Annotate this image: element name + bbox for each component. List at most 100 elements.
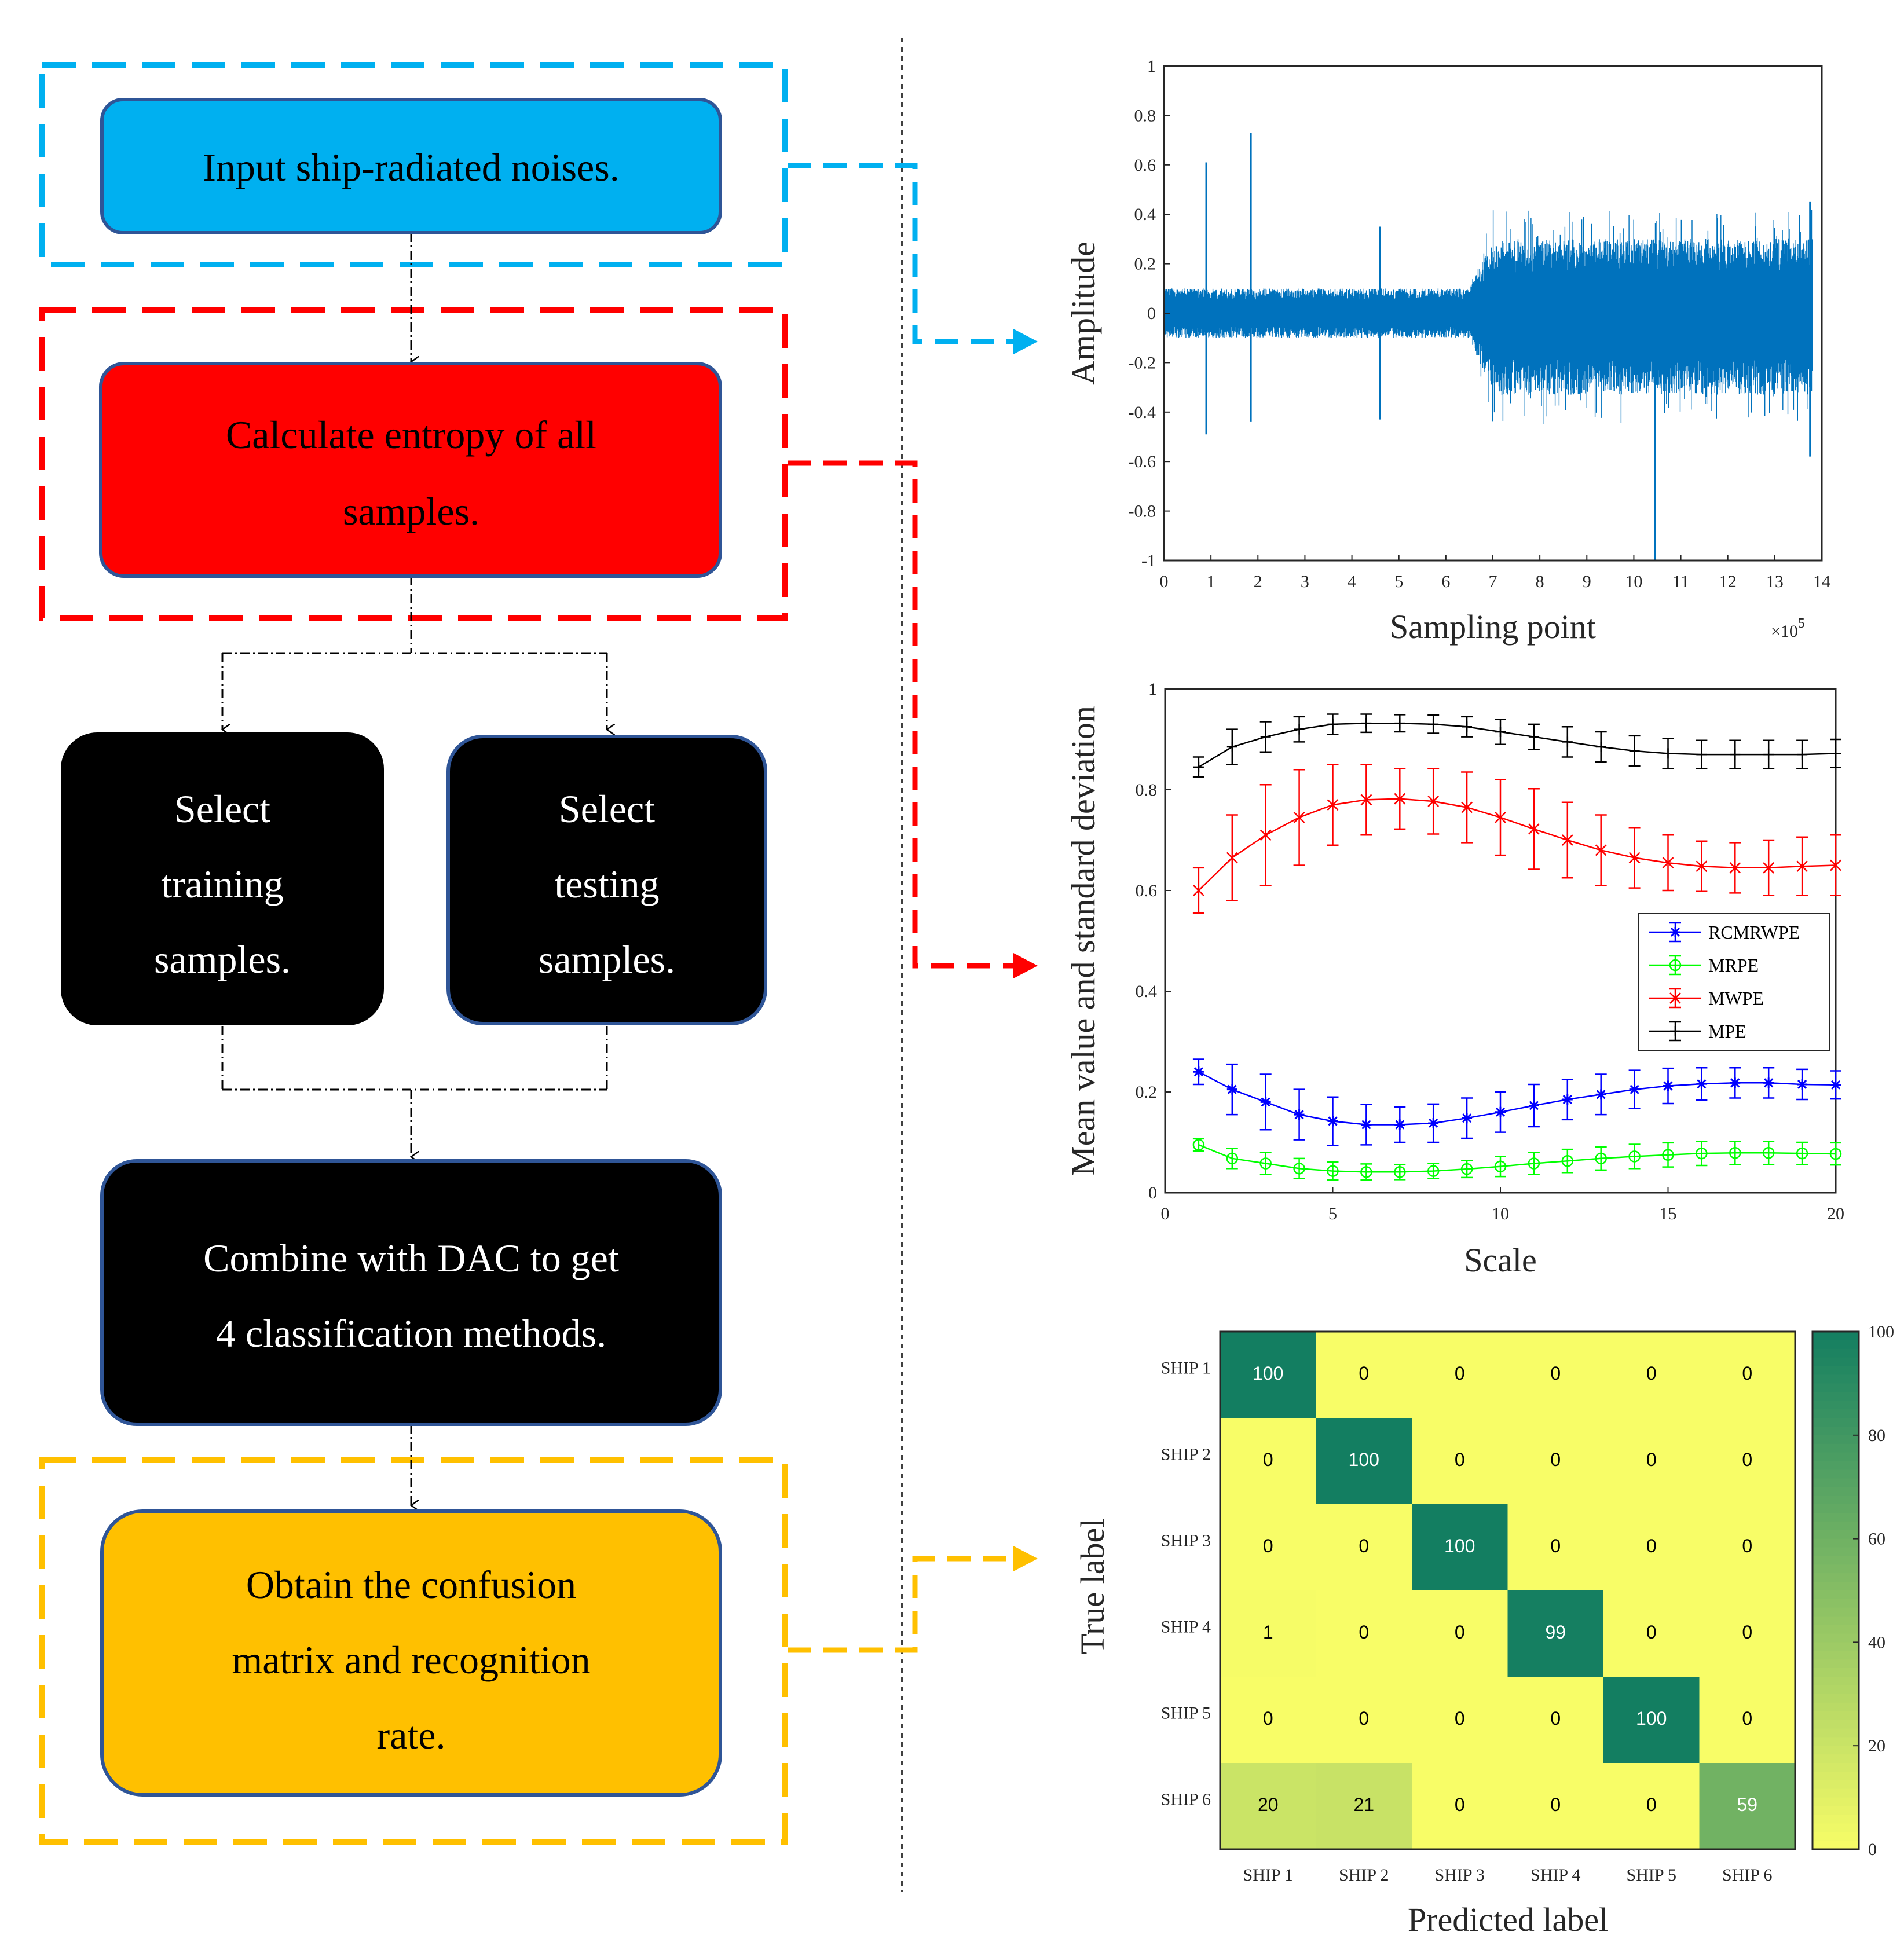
entropy-series-rcmrwpe xyxy=(1192,1058,1841,1146)
entropy-series-line xyxy=(1198,722,1836,768)
confusion-cell xyxy=(1316,1763,1412,1850)
entropy-point xyxy=(1830,748,1841,759)
entropy-error-bar xyxy=(1259,1152,1272,1175)
colorbar-segment xyxy=(1813,1702,1859,1712)
colorbar-tick-label: 80 xyxy=(1868,1426,1885,1445)
confusion-cell xyxy=(1603,1418,1700,1505)
signal-xlabel: Sampling point xyxy=(1390,608,1596,646)
entropy-point xyxy=(1696,1079,1707,1090)
signal-x-exponent-power: 5 xyxy=(1798,616,1805,631)
entropy-point xyxy=(1260,1097,1271,1108)
entropy-point xyxy=(1361,1119,1372,1130)
colorbar-segment xyxy=(1813,1832,1859,1842)
entropy-series-mwpe xyxy=(1192,764,1841,914)
confusion-row-label: SHIP 1 xyxy=(1161,1359,1211,1378)
signal-xtick-label: 12 xyxy=(1719,572,1737,591)
confusion-cell xyxy=(1220,1332,1316,1418)
confusion-cell-value: 0 xyxy=(1263,1535,1273,1556)
colorbar-segment xyxy=(1813,1677,1859,1686)
entropy-point xyxy=(1696,860,1708,873)
confusion-cell xyxy=(1412,1332,1508,1418)
testing-box-line-1: Select xyxy=(559,787,655,831)
training-box-line-3: samples. xyxy=(154,937,291,981)
combine-box-line-2: 4 classification methods. xyxy=(216,1311,606,1355)
entropy-point xyxy=(1327,719,1338,730)
colorbar-segment xyxy=(1813,1599,1859,1608)
confusion-cell-value: 0 xyxy=(1455,1363,1465,1384)
entropy-point xyxy=(1595,1089,1606,1100)
entropy-point xyxy=(1360,1166,1372,1178)
entropy-point xyxy=(1561,834,1573,846)
colorbar-segment xyxy=(1813,1374,1859,1384)
entropy-point xyxy=(1562,1094,1573,1105)
entropy-ytick-label: 0.2 xyxy=(1136,1083,1158,1102)
signal-xtick-label: 8 xyxy=(1536,572,1544,591)
colorbar-segment xyxy=(1813,1538,1859,1548)
confusion-cell-value: 1 xyxy=(1263,1622,1273,1643)
legend-entry-rcmrwpe: RCMRWPE xyxy=(1649,922,1800,943)
confusion-cell xyxy=(1699,1763,1796,1850)
entropy-xtick-label: 10 xyxy=(1492,1204,1509,1223)
confusion-cell-value: 59 xyxy=(1737,1794,1757,1815)
entropy-point xyxy=(1662,1149,1674,1161)
confusion-cell-value: 0 xyxy=(1455,1794,1465,1815)
colorbar-segment xyxy=(1813,1418,1859,1427)
entropy-point xyxy=(1629,1084,1640,1095)
entropy-point xyxy=(1629,746,1640,757)
testing-box-line-3: samples. xyxy=(539,937,675,981)
colorbar-segment xyxy=(1813,1512,1859,1522)
red-leader xyxy=(788,460,1013,969)
confusion-col-label: SHIP 3 xyxy=(1435,1865,1485,1885)
confusion-cell-value: 99 xyxy=(1545,1622,1566,1643)
confusion-cell xyxy=(1699,1418,1796,1505)
colorbar-segment xyxy=(1813,1383,1859,1393)
confusion-cell xyxy=(1507,1677,1604,1764)
output-group-frame xyxy=(39,1457,788,1845)
confusion-cell xyxy=(1316,1590,1412,1677)
confusion-cell-value: 0 xyxy=(1359,1622,1369,1643)
confusion-col-label: SHIP 4 xyxy=(1530,1865,1580,1885)
red-leader-arrowhead xyxy=(1013,953,1038,978)
entropy-point xyxy=(1427,1165,1440,1177)
entropy-point xyxy=(1495,1106,1506,1117)
colorbar-segment xyxy=(1813,1668,1859,1677)
signal-ytick-label: -0.2 xyxy=(1129,353,1156,372)
colorbar-segment xyxy=(1813,1366,1859,1376)
confusion-cell-value: 0 xyxy=(1455,1622,1465,1643)
entropy-point xyxy=(1260,731,1271,742)
entropy-error-bar xyxy=(1595,1146,1607,1171)
output-box-line-3: rate. xyxy=(377,1713,446,1757)
entropy-point xyxy=(1729,1147,1741,1159)
colorbar-segment xyxy=(1813,1452,1859,1462)
colorbar-segment xyxy=(1813,1357,1859,1367)
entropy-point xyxy=(1394,793,1406,805)
entropy-xtick-label: 5 xyxy=(1328,1204,1337,1223)
confusion-row-label: SHIP 3 xyxy=(1161,1531,1211,1551)
confusion-cell-value: 0 xyxy=(1359,1363,1369,1384)
colorbar-segment xyxy=(1813,1443,1859,1453)
legend-label: MPE xyxy=(1708,1021,1746,1042)
entropy-error-bar xyxy=(1327,1161,1339,1181)
entropy-point xyxy=(1193,885,1204,896)
confusion-cell-value: 0 xyxy=(1550,1535,1561,1556)
confusion-cell xyxy=(1603,1763,1700,1850)
entropy-point xyxy=(1259,1157,1272,1170)
colorbar-segment xyxy=(1813,1590,1859,1600)
colorbar-segment xyxy=(1813,1401,1859,1410)
entropy-xlabel: Scale xyxy=(1464,1241,1537,1279)
entropy-error-bar xyxy=(1696,1141,1708,1167)
entropy-ytick-label: 0.8 xyxy=(1136,780,1158,800)
entropy-point xyxy=(1495,811,1506,823)
entropy-error-bar xyxy=(1796,1141,1808,1165)
entropy-point xyxy=(1595,742,1606,753)
signal-xtick-label: 13 xyxy=(1766,572,1784,591)
output-box-line-1: Obtain the confusion xyxy=(246,1563,576,1607)
legend-label: MRPE xyxy=(1708,955,1759,976)
confusion-cell xyxy=(1412,1418,1508,1505)
entropy-point xyxy=(1595,844,1607,856)
entropy-xtick-label: 0 xyxy=(1161,1204,1170,1223)
confusion-cell-value: 0 xyxy=(1742,1622,1752,1643)
